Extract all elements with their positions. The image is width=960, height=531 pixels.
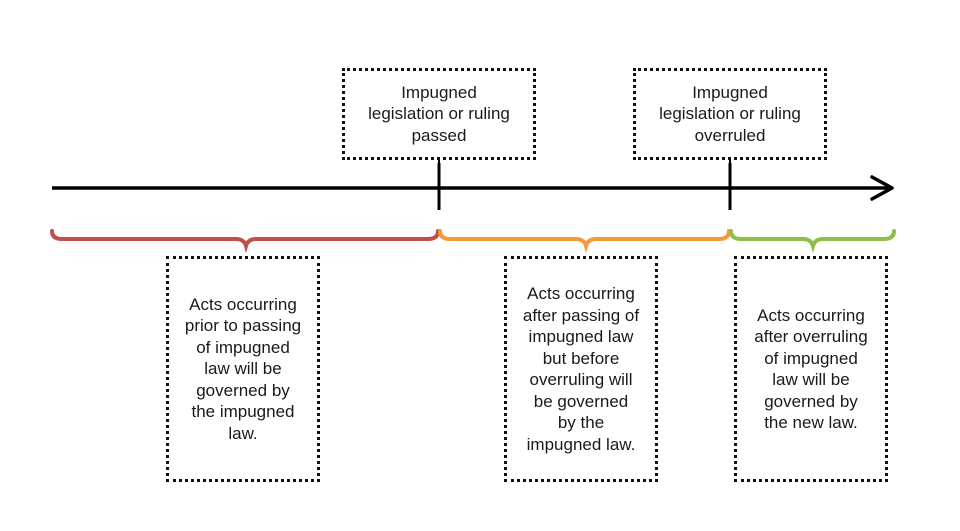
period-text-prior: Acts occurring prior to passing of impug… [184,294,302,443]
period-text-after: Acts occurring after overruling of impug… [754,305,868,433]
period-brace-between [438,229,731,254]
event-box-overruled: Impugned legislation or ruling overruled [633,68,827,160]
event-label-overruled: Impugned legislation or ruling overruled [659,82,801,145]
period-box-prior: Acts occurring prior to passing of impug… [166,256,320,482]
period-brace-after [729,229,896,254]
event-label-passed: Impugned legislation or ruling passed [368,82,510,145]
period-text-between: Acts occurring after passing of impugned… [522,284,640,454]
event-box-passed: Impugned legislation or ruling passed [342,68,536,160]
period-box-after: Acts occurring after overruling of impug… [734,256,888,482]
timeline-arrowhead [870,175,894,201]
period-brace-prior [50,229,440,254]
period-box-between: Acts occurring after passing of impugned… [504,256,658,482]
